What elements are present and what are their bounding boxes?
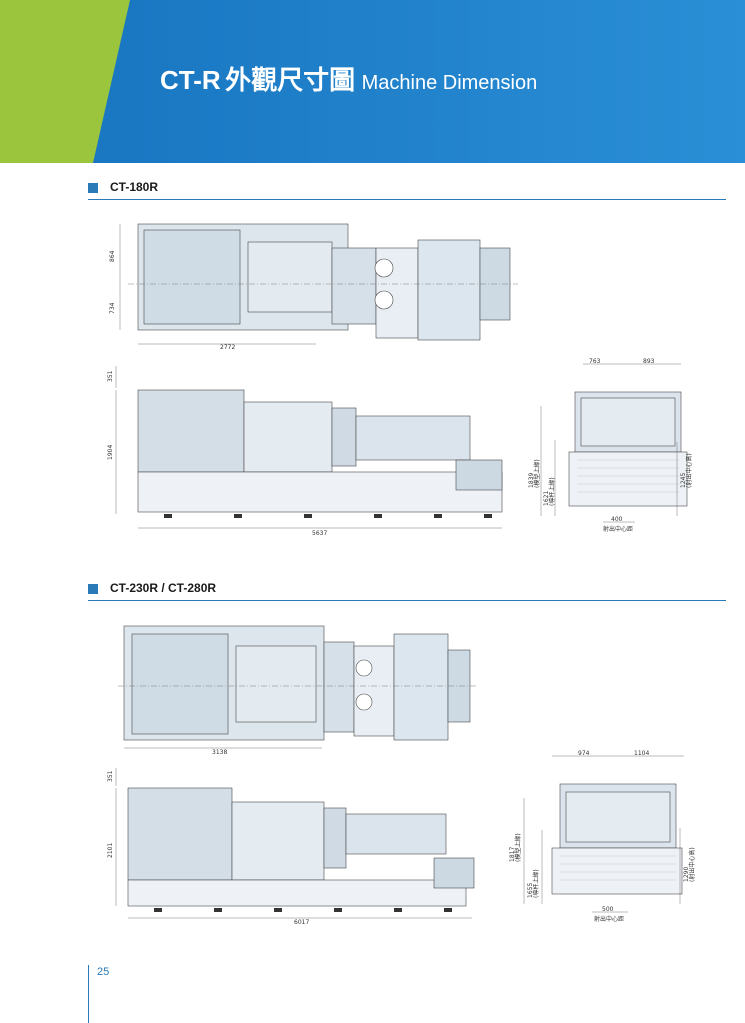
dim-end-center-height: 1290	[683, 867, 690, 882]
dim-end-total-height-note: (模型上緣)	[533, 459, 541, 488]
section-label: CT-230R / CT-280R	[110, 581, 217, 595]
dim-end-center-height: 1245	[680, 473, 687, 488]
dim-top-length: 2772	[220, 344, 235, 351]
ct180r-top-view-drawing: 864 734 2772	[109, 223, 518, 351]
dim-side-height: 2101	[107, 843, 114, 858]
dim-side-height: 1904	[107, 445, 114, 460]
header-banner: CT-R 外觀尺寸圖 Machine Dimension	[0, 0, 745, 163]
banner-graphic	[0, 0, 745, 163]
title-model: CT-R	[160, 65, 221, 95]
dim-side-top-height: 351	[107, 770, 114, 782]
page-title: CT-R 外觀尺寸圖 Machine Dimension	[160, 60, 537, 97]
title-chinese: 外觀尺寸圖	[225, 65, 356, 95]
ct230r-end-view-drawing: 974 1104 1817 (模型上緣) 1655 (導杆上緣) 1290 (射…	[509, 750, 696, 923]
dim-end-rail-height: 1621	[543, 491, 550, 506]
page-number: 25	[97, 966, 110, 978]
ct230r-side-view-drawing: 351 2101 6017	[107, 768, 475, 926]
ct230r-top-view-drawing: 3138	[118, 625, 476, 756]
footer-rule	[88, 965, 89, 1023]
dim-side-top-height: 351	[107, 370, 114, 382]
dim-top-width-upper: 864	[109, 250, 116, 262]
dim-top-length: 3138	[212, 749, 227, 756]
dim-end-offset-note: 射出中心距	[594, 915, 624, 923]
dim-end-offset: 500	[602, 906, 614, 913]
dim-end-total-height-note: (模型上緣)	[514, 833, 522, 862]
ct180r-end-view-drawing: 763 893 1839 (模型上緣) 1621 (導杆上緣) 1245 (射出…	[528, 358, 693, 533]
section-header-ct180r: CT-180R	[88, 180, 726, 200]
section-header-ct230r-ct280r: CT-230R / CT-280R	[88, 581, 726, 601]
dim-end-right-width: 1104	[634, 750, 649, 757]
dim-side-length: 6017	[294, 919, 309, 926]
dim-end-total-height: 1839	[528, 473, 535, 488]
dim-end-center-height-note: (射出中心高)	[688, 847, 696, 882]
dim-end-right-width: 893	[643, 358, 655, 365]
dim-end-total-height: 1817	[509, 847, 516, 862]
dim-top-width-lower: 734	[109, 302, 116, 314]
section-marker-icon	[88, 183, 98, 193]
dim-end-left-width: 974	[578, 750, 590, 757]
dim-end-rail-height: 1655	[527, 883, 534, 898]
banner-green-stripe	[0, 0, 130, 163]
dim-side-length: 5637	[312, 530, 327, 537]
dim-end-rail-height-note: (導杆上緣)	[532, 869, 540, 898]
ct180r-side-view-drawing: 351 1904 5637	[107, 366, 503, 537]
section-marker-icon	[88, 584, 98, 594]
dim-end-offset: 400	[611, 516, 623, 523]
section-label: CT-180R	[110, 180, 159, 194]
title-english: Machine Dimension	[361, 72, 538, 94]
dim-end-rail-height-note: (導杆上緣)	[548, 477, 556, 506]
dim-end-offset-note: 射出中心距	[603, 525, 633, 533]
dim-end-center-height-note: (射出中心高)	[685, 453, 693, 488]
dim-end-left-width: 763	[589, 358, 601, 365]
